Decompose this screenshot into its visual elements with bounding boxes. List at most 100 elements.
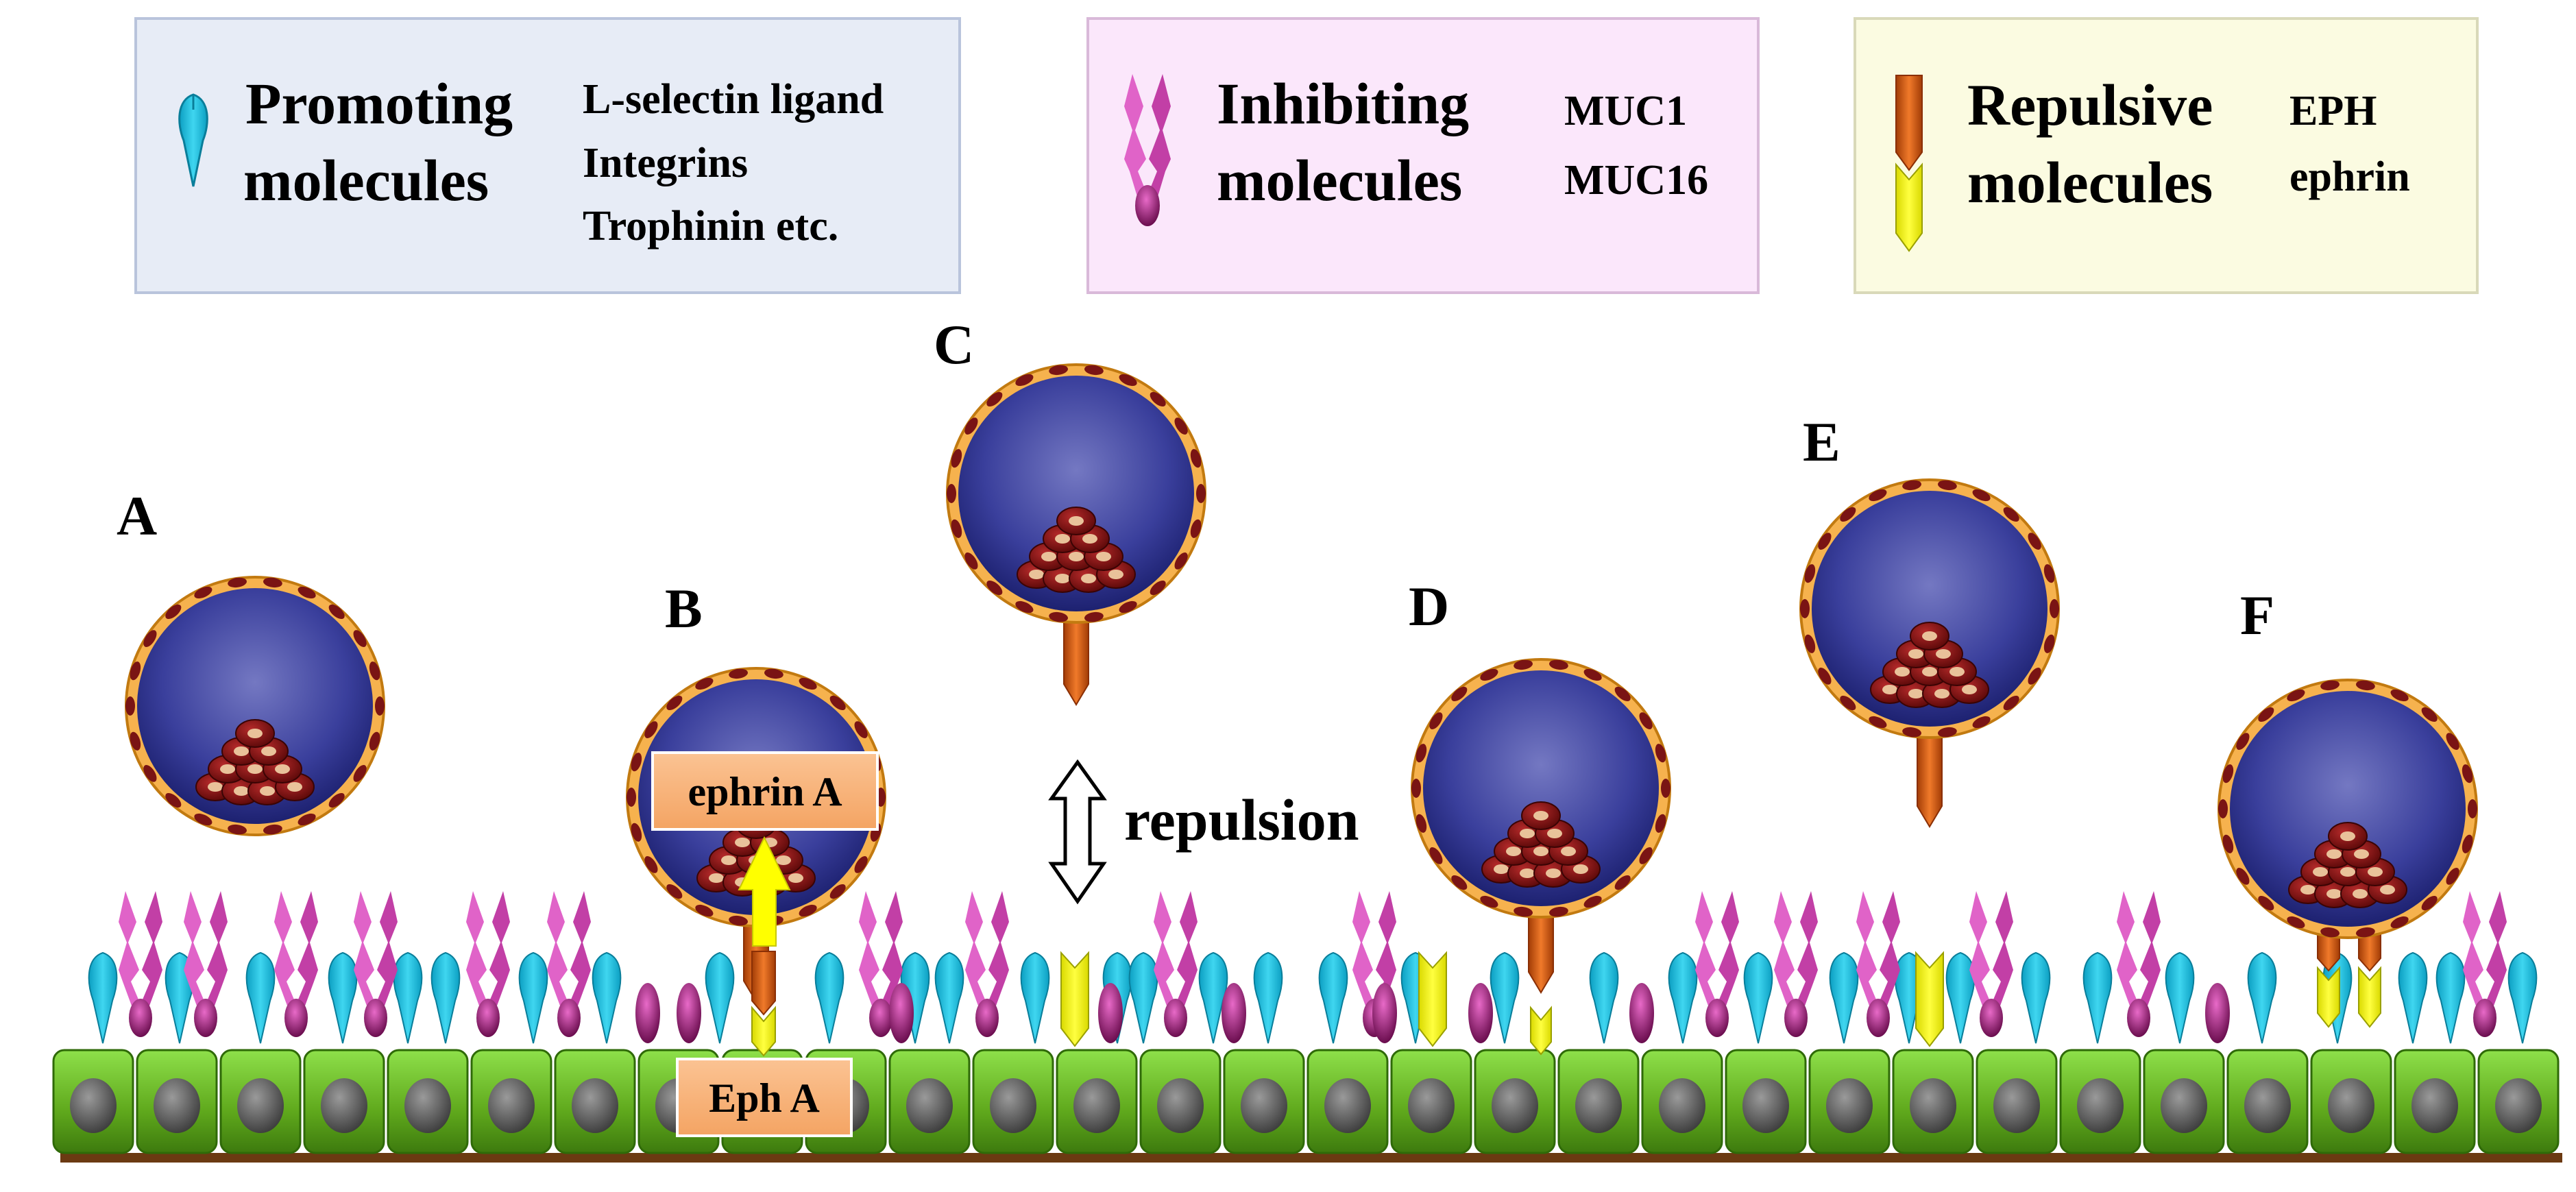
nucleus (1910, 1078, 1956, 1133)
epithelial-cell (2310, 1049, 2392, 1154)
eph-receptor (1917, 726, 1943, 828)
legend-inhibiting-item: MUC16 (1564, 157, 1708, 204)
inhibiting-molecule (119, 891, 162, 1037)
nucleus (1241, 1078, 1287, 1133)
panel-letters: A B C D E F (117, 313, 2274, 646)
nucleus (906, 1078, 953, 1133)
epithelial-cell (52, 1049, 134, 1154)
eph-a-label: Eph A (709, 1075, 820, 1121)
nucleus (572, 1078, 618, 1133)
inhibiting-molecule (1695, 891, 1739, 1037)
inhibiting-molecule (274, 891, 318, 1037)
legend-repulsive-item: ephrin (2289, 154, 2410, 200)
promoting-molecule (705, 951, 735, 1044)
epithelial-cell (2394, 1049, 2476, 1154)
inhibiting-molecule (889, 983, 914, 1043)
inhibiting-molecule (184, 891, 228, 1037)
blastocyst (125, 576, 385, 836)
epithelial-cell (1307, 1049, 1389, 1154)
blastocysts (125, 363, 2478, 1057)
promoting-molecule (2507, 951, 2538, 1044)
legend-inhibiting: Inhibiting molecules MUC1 MUC16 (1086, 17, 1760, 294)
inhibiting-molecule (1372, 983, 1397, 1043)
legend-inhibiting-title1: Inhibiting (1217, 71, 1469, 136)
epithelial-cell (1557, 1049, 1640, 1154)
epithelial-cell (972, 1049, 1054, 1154)
eph-receptor (1528, 905, 1554, 994)
repulsive-molecule (1418, 951, 1447, 1047)
legend: Promoting molecules L-selectin ligand In… (134, 17, 2479, 294)
eph-receptor (1063, 611, 1089, 706)
promoting-molecule (328, 951, 358, 1044)
nucleus (1492, 1078, 1538, 1133)
nucleus (1073, 1078, 1120, 1133)
epithelial-cell (387, 1049, 469, 1154)
nucleus (1659, 1078, 1705, 1133)
inhibiting-molecule (965, 891, 1009, 1037)
legend-repulsive-title2: molecules (1967, 149, 2213, 215)
inhibiting-molecule (1629, 983, 1654, 1043)
nucleus (154, 1078, 200, 1133)
inhibiting-molecule (466, 891, 510, 1037)
epithelial-cell (136, 1049, 218, 1154)
legend-repulsive-item: EPH (2289, 88, 2377, 134)
nucleus (488, 1078, 535, 1133)
epithelial-cell (1976, 1049, 2058, 1154)
inhibiting-molecule (1969, 891, 2013, 1037)
nucleus (1157, 1078, 1204, 1133)
promoting-molecule (2398, 951, 2428, 1044)
promoting-molecule (592, 951, 622, 1044)
inhibiting-molecule (547, 891, 591, 1037)
repulsion-label: repulsion (1124, 787, 1359, 853)
panel-label-d: D (1409, 575, 1449, 637)
promoting-molecule (2082, 951, 2113, 1044)
promoting-molecule (1198, 951, 1228, 1044)
surface-molecules (88, 891, 2538, 1047)
nucleus (1408, 1078, 1455, 1133)
promoting-molecule (1668, 951, 1698, 1044)
promoting-molecule-icon (178, 93, 208, 187)
legend-promoting-title2: molecules (243, 147, 489, 213)
inhibiting-molecule (2117, 891, 2161, 1037)
double-arrow-icon (1048, 759, 1107, 905)
blastocyst (946, 363, 1206, 706)
ephrin-a-label: ephrin A (688, 769, 842, 814)
epithelial-cell (1056, 1049, 1138, 1154)
inhibiting-molecule (1154, 891, 1198, 1037)
epithelial-cell (1474, 1049, 1556, 1154)
promoting-molecule (900, 951, 930, 1044)
nucleus (990, 1078, 1036, 1133)
promoting-molecule (1829, 951, 1859, 1044)
inhibiting-molecule-icon (1124, 74, 1171, 226)
legend-promoting-title1: Promoting (245, 71, 513, 136)
epithelial-cell (470, 1049, 552, 1154)
nucleus (2495, 1078, 2542, 1133)
nucleus (1575, 1078, 1622, 1133)
legend-repulsive: Repulsive molecules EPH ephrin (1854, 17, 2479, 294)
epithelial-cell (303, 1049, 385, 1154)
inhibiting-molecule (859, 891, 903, 1037)
repulsive-molecule (1060, 951, 1089, 1047)
legend-promoting-item: Integrins (583, 140, 748, 186)
inhibiting-molecule (677, 983, 701, 1043)
inhibiting-molecule (1222, 983, 1246, 1043)
nucleus (1324, 1078, 1371, 1133)
inhibiting-molecule (354, 891, 398, 1037)
legend-repulsive-title1: Repulsive (1967, 72, 2213, 138)
nucleus (1826, 1078, 1873, 1133)
promoting-molecule (2247, 951, 2277, 1044)
blastocyst (1411, 658, 1671, 994)
repulsive-molecule (1915, 951, 1944, 1047)
panel-label-e: E (1803, 411, 1840, 473)
basement-membrane (60, 1153, 2562, 1163)
nucleus (1742, 1078, 1789, 1133)
panel-label-a: A (117, 485, 157, 547)
epithelial-cell (1390, 1049, 1472, 1154)
legend-promoting: Promoting molecules L-selectin ligand In… (134, 17, 961, 294)
inhibiting-molecule (1098, 983, 1123, 1043)
nucleus (321, 1078, 367, 1133)
legend-promoting-item: Trophinin etc. (583, 203, 838, 250)
up-arrow-icon (738, 836, 791, 947)
promoting-molecule (518, 951, 548, 1044)
promoting-molecule (1945, 951, 1976, 1044)
